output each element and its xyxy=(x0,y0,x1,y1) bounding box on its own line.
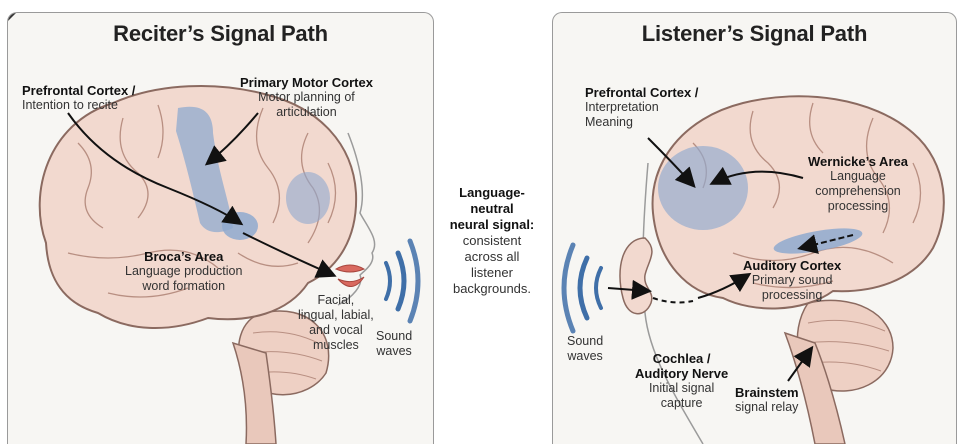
reciter-motor-label: Primary Motor Cortex Motor planning of a… xyxy=(240,75,373,120)
broca-label: Broca’s Area Language production word fo… xyxy=(125,249,242,294)
muscles-label: Facial, lingual, labial, and vocal muscl… xyxy=(298,293,374,353)
brainstem-label: Brainstem signal relay xyxy=(735,385,799,415)
listener-panel: Listener’s Signal Path xyxy=(552,12,957,444)
ear-shape xyxy=(620,238,652,314)
wernicke-label: Wernicke’s Area Language comprehension p… xyxy=(808,154,908,214)
listener-prefrontal-highlight xyxy=(658,146,748,230)
reciter-sound-waves xyxy=(386,241,418,321)
auditory-cortex-label: Auditory Cortex Primary sound processing xyxy=(743,258,841,303)
cochlea-nerve-path xyxy=(653,298,693,302)
listener-sound-waves xyxy=(564,245,601,331)
listener-prefrontal-label: Prefrontal Cortex / Interpretation Meani… xyxy=(585,85,698,130)
listener-sound-label: Sound waves xyxy=(567,334,603,364)
reciter-prefrontal-label: Prefrontal Cortex / Intention to recite xyxy=(22,83,135,113)
middle-caption: Language- neutral neural signal: consist… xyxy=(434,185,550,297)
listener-brain-illustration xyxy=(553,13,956,444)
reciter-panel: Reciter’s Signal Path xyxy=(7,12,434,444)
prefrontal-highlight xyxy=(286,172,330,224)
reciter-sound-label: Sound waves xyxy=(376,329,412,359)
cochlea-label: Cochlea / Auditory Nerve Initial signal … xyxy=(635,351,728,411)
